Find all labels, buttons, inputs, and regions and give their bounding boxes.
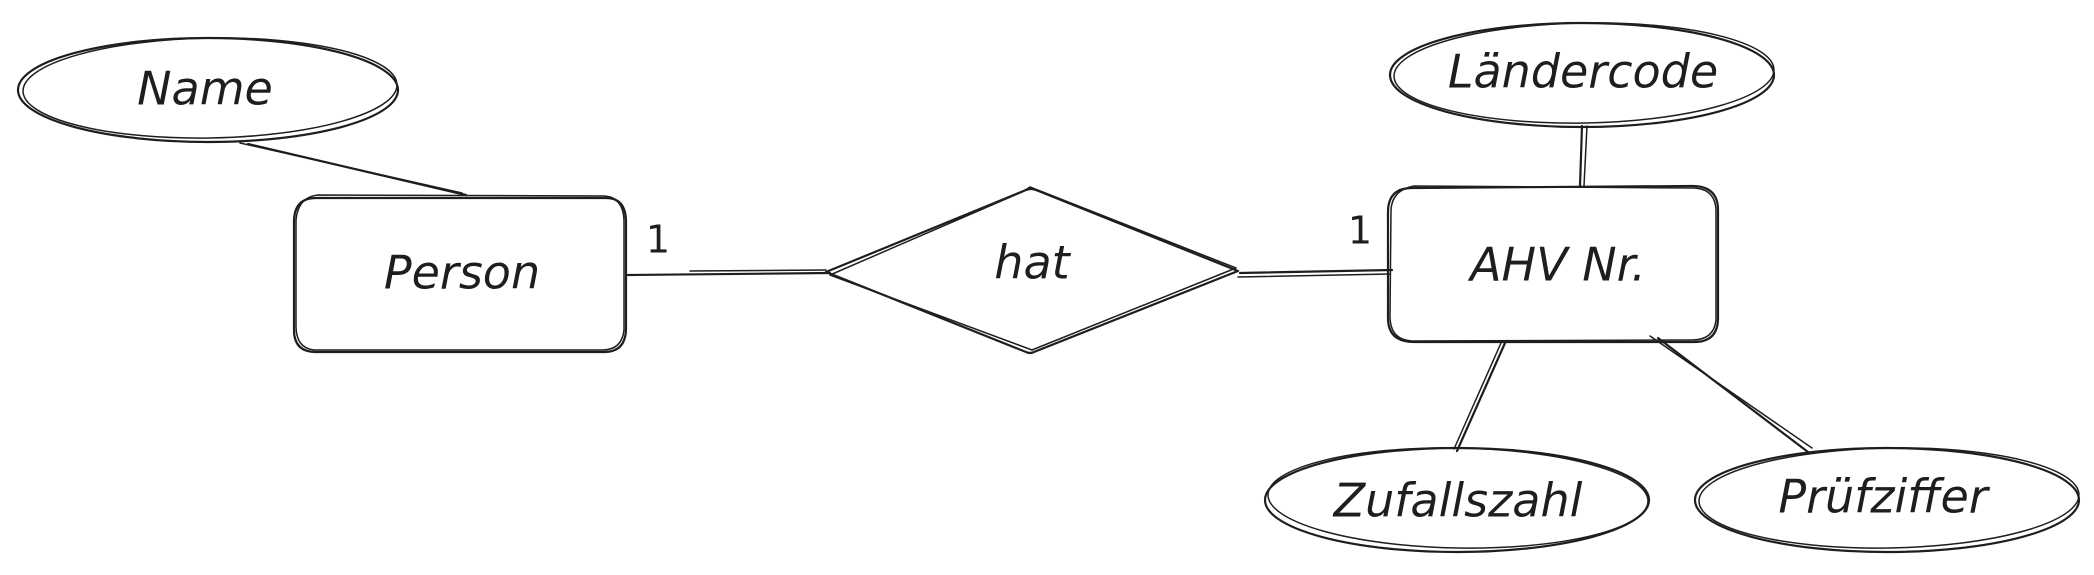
entity-ahv-nr[interactable]: AHV Nr. xyxy=(1386,184,1720,344)
attribute-laendercode[interactable]: Ländercode xyxy=(1388,20,1776,129)
attribute-zufallszahl[interactable]: Zufallszahl xyxy=(1263,445,1651,554)
entity-person[interactable]: Person xyxy=(292,194,628,354)
attribute-name[interactable]: Name xyxy=(16,35,400,144)
attribute-laendercode-label: Ländercode xyxy=(1448,45,1718,99)
zufallszahl-ahv-connector xyxy=(1455,341,1507,453)
attribute-name-label: Name xyxy=(137,62,273,116)
attribute-pruefziffer[interactable]: Prüfziffer xyxy=(1693,445,2081,554)
pruefziffer-ahv-connector xyxy=(1656,336,1810,454)
connectors xyxy=(239,124,1813,454)
attribute-pruefziffer-label: Prüfziffer xyxy=(1778,470,1990,524)
relationship-hat[interactable]: hat xyxy=(824,186,1240,355)
entity-person-label: Person xyxy=(384,246,540,300)
person-hat-connector xyxy=(626,271,832,277)
cardinality-ahv: 1 xyxy=(1348,209,1372,253)
entity-ahv-label: AHV Nr. xyxy=(1467,238,1646,292)
laendercode-ahv-connector xyxy=(1578,124,1584,188)
hat-ahv-connector xyxy=(1238,268,1394,275)
relationship-hat-label: hat xyxy=(994,236,1071,290)
attribute-zufallszahl-label: Zufallszahl xyxy=(1332,474,1583,528)
cardinality-person: 1 xyxy=(646,218,670,262)
